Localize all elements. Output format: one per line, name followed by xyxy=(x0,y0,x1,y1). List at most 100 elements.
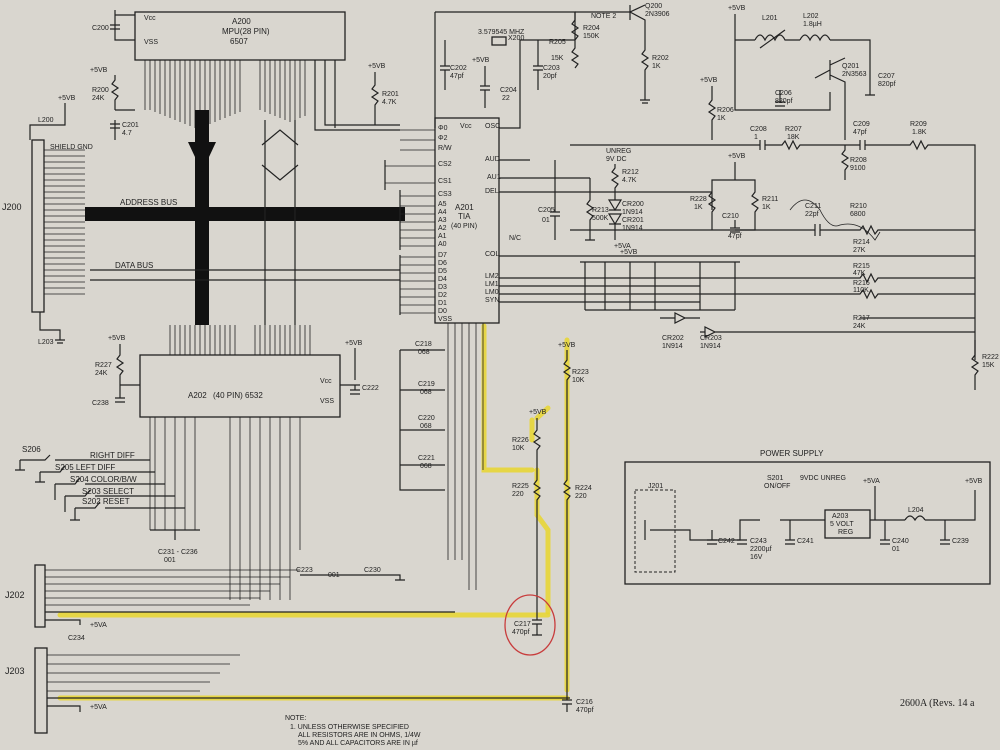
r202-label: R202 xyxy=(652,55,669,62)
tia-pin-syn: SYN xyxy=(485,297,499,304)
c223-label: C223 xyxy=(296,567,313,574)
r227-value: 24K xyxy=(95,370,108,377)
a203-sub: REG xyxy=(838,529,853,536)
r227-label: R227 xyxy=(95,362,112,369)
r210-label: R210 xyxy=(850,203,867,210)
c242-label: C242 xyxy=(718,538,735,545)
r200-supply: +5VB xyxy=(90,67,108,74)
cr202-part: 1N914 xyxy=(662,343,683,350)
c240-label: C240 xyxy=(892,538,909,545)
ladder-supply: +5VB xyxy=(620,249,638,256)
a201-pins: (40 PIN) xyxy=(451,223,477,230)
c216-value: 470pf xyxy=(576,707,594,714)
j202-supply: +5VA xyxy=(90,622,107,629)
r222-value: 15K xyxy=(982,362,995,369)
tia-pin-phi0: Φ0 xyxy=(438,125,448,132)
a202-vss: VSS xyxy=(320,398,334,405)
c219-label: C219 xyxy=(418,381,435,388)
r207-value: 18K xyxy=(787,134,800,141)
c209-label: C209 xyxy=(853,121,870,128)
c240-value: 01 xyxy=(892,546,900,553)
q200-part: 2N3906 xyxy=(645,11,670,18)
c203-label: C203 xyxy=(543,65,560,72)
c217-label: C217 xyxy=(514,621,531,628)
cr202-label: CR202 xyxy=(662,335,684,342)
tia-pin-a5: A5 xyxy=(438,201,447,208)
cr203-part: 1N914 xyxy=(700,343,721,350)
tia-pin-rw: R/W xyxy=(438,145,452,152)
tia-pin-phi2: Φ2 xyxy=(438,135,448,142)
c210-label: C210 xyxy=(722,213,739,220)
note-line1: 1. UNLESS OTHERWISE SPECIFIED xyxy=(290,724,409,731)
a200-vss: VSS xyxy=(144,39,158,46)
a200-ref: A200 xyxy=(232,17,251,26)
cr203-label: CR203 xyxy=(700,335,722,342)
r215-value: 47K xyxy=(853,270,866,277)
a200-vcc: Vcc xyxy=(144,15,156,22)
cr201-label: CR201 xyxy=(622,217,644,224)
address-bus-label: ADDRESS BUS xyxy=(120,198,177,207)
l201-supply: +5VB xyxy=(728,5,746,12)
c234-label: C234 xyxy=(68,635,85,642)
ps-supply-5va: +5VA xyxy=(863,478,880,485)
r226-label: R226 xyxy=(512,437,529,444)
footer-rev: 2600A (Revs. 14 a xyxy=(900,698,975,709)
r224-value: 220 xyxy=(575,493,587,500)
j203-label: J203 xyxy=(5,666,25,676)
tia-pin-au1: AU1 xyxy=(487,174,501,181)
note-line2: ALL RESISTORS ARE IN OHMS, 1/4W xyxy=(298,732,421,739)
a201-part: TIA xyxy=(458,212,471,221)
r217-value: 24K xyxy=(853,323,866,330)
s206-label: S206 xyxy=(22,445,41,454)
switches: S206 RIGHT DIFF S205 LEFT DIFF S204 COLO… xyxy=(15,445,200,564)
note2-label: NOTE 2 xyxy=(591,13,616,20)
tia-pin-lm1: LM1 xyxy=(485,281,499,288)
a201-ref: A201 xyxy=(455,203,474,212)
c243-label: C243 xyxy=(750,538,767,545)
on-off-label: ON/OFF xyxy=(764,483,790,490)
power-supply-title: POWER SUPPLY xyxy=(760,449,824,458)
c207-value: 820pf xyxy=(878,81,896,88)
tia-pin-d2: D2 xyxy=(438,292,447,299)
c201-value: 4.7 xyxy=(122,130,132,137)
chip-a202: A202 (40 PIN) 6532 Vcc VSS +5VB R227 24K… xyxy=(92,325,379,600)
r200-value: 24K xyxy=(92,95,105,102)
r204-label: R204 xyxy=(583,25,600,32)
luminance-network: R214 27K R215 47K R216 110K R217 24K +5V… xyxy=(499,239,999,390)
r211-value: 1K xyxy=(762,204,771,211)
cr200-label: CR200 xyxy=(622,201,644,208)
j203-supply: +5VA xyxy=(90,704,107,711)
dc9-value: 9V DC xyxy=(606,156,627,163)
unreg-label: 9VDC UNREG xyxy=(800,475,846,482)
c202-value: 47pf xyxy=(450,73,464,80)
notes: NOTE: 1. UNLESS OTHERWISE SPECIFIED ALL … xyxy=(285,698,975,747)
q201-label: Q201 xyxy=(842,63,859,70)
c207-label: C207 xyxy=(878,73,895,80)
c238-label: C238 xyxy=(92,400,109,407)
r201-value: 4.7K xyxy=(382,99,397,106)
l200-supply: +5VB xyxy=(58,95,76,102)
tia-pin-a4: A4 xyxy=(438,209,447,216)
output-network: +5VB R223 10K R224 220 +5VB R226 10K R22… xyxy=(504,342,594,714)
r226-value: 10K xyxy=(512,445,525,452)
r211-supply: +5VB xyxy=(728,153,746,160)
r214-value: 27K xyxy=(853,247,866,254)
l200-label: L200 xyxy=(38,117,54,124)
c208-value: 1 xyxy=(754,134,758,141)
c221-value: 068 xyxy=(420,463,432,470)
controller-ports: J202 +5VA C234 J203 +5VA xyxy=(5,564,570,734)
tia-pin-col: COL xyxy=(485,251,500,258)
tia-pin-nc: N/C xyxy=(509,235,521,242)
tia-pin-d1: D1 xyxy=(438,300,447,307)
tia-pin-vss: VSS xyxy=(438,316,452,323)
connector-j203-body xyxy=(34,647,48,734)
data-bus-label: DATA BUS xyxy=(115,261,153,270)
connector-j202-body xyxy=(34,564,46,628)
c211-value: 22pf xyxy=(805,211,819,218)
data-bus: DATA BUS xyxy=(90,120,400,325)
c206-label: C206 xyxy=(775,90,792,97)
r202-value: 1K xyxy=(652,63,661,70)
c243-volt: 16V xyxy=(750,554,763,561)
cr200-part: 1N914 xyxy=(622,209,643,216)
cr201-supply: +5VA xyxy=(614,243,631,250)
